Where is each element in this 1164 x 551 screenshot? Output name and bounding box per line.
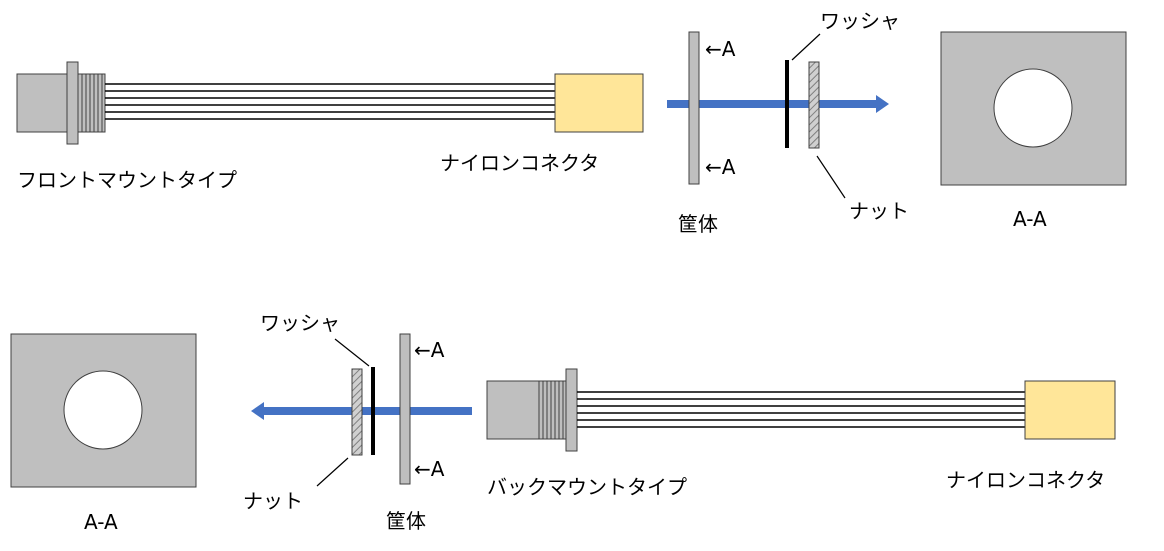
back-section-hole <box>63 370 143 450</box>
back-section-mark-upper: ←A <box>414 338 445 362</box>
front-connector-body <box>16 73 70 133</box>
front-housing-panel <box>688 31 700 185</box>
front-wire-bundle <box>105 83 555 120</box>
back-washer-leader <box>334 338 370 367</box>
back-mount-type-label: バックマウントタイプ <box>487 475 687 499</box>
front-section-mark-upper: ←A <box>705 37 736 61</box>
front-mount-type-label: フロントマウントタイプ <box>17 168 237 192</box>
back-housing-label: 筐体 <box>386 509 426 533</box>
back-nut <box>351 368 363 456</box>
back-connector-body <box>486 380 540 440</box>
front-nut <box>808 61 820 149</box>
front-connector-flange <box>66 61 79 145</box>
back-connector-thread <box>538 380 567 440</box>
back-housing-panel <box>399 333 411 485</box>
back-wire-bundle <box>577 391 1025 428</box>
front-insertion-arrow <box>667 95 889 113</box>
back-section-view: A-A <box>10 333 197 534</box>
back-nylon-connector <box>1024 380 1116 440</box>
front-section-view: A-A <box>940 31 1127 231</box>
back-nut-label: ナット <box>243 489 303 513</box>
front-nylon-connector <box>554 73 644 133</box>
back-connector-flange <box>565 368 578 452</box>
front-nut-leader <box>816 155 846 199</box>
front-section-mark-lower: ←A <box>705 155 736 179</box>
back-section-mark-lower: ←A <box>414 457 445 481</box>
front-connector-thread <box>77 73 106 133</box>
front-washer-leader <box>791 33 821 61</box>
back-mount-assembly: バックマウントタイプ ナイロンコネクタ <box>486 368 1116 499</box>
front-washer-label: ワッシャ <box>820 9 900 33</box>
front-section-view-label: A-A <box>1013 207 1047 231</box>
back-section-view-label: A-A <box>84 510 118 534</box>
front-housing-label: 筐体 <box>678 212 718 236</box>
back-nylon-connector-label: ナイロンコネクタ <box>946 468 1105 492</box>
back-washer-label: ワッシャ <box>260 311 340 335</box>
front-nylon-connector-label: ナイロンコネクタ <box>440 151 599 175</box>
front-nut-label: ナット <box>849 199 909 223</box>
front-mount-assembly: フロントマウントタイプ ナイロンコネクタ <box>16 61 644 192</box>
back-panel-exploded-view: ←A ←A ワッシャ ナット 筐体 <box>243 311 472 533</box>
back-nut-leader <box>316 457 349 487</box>
front-section-hole <box>993 68 1073 148</box>
front-panel-exploded-view: ←A ←A ワッシャ ナット 筐体 <box>667 9 909 236</box>
